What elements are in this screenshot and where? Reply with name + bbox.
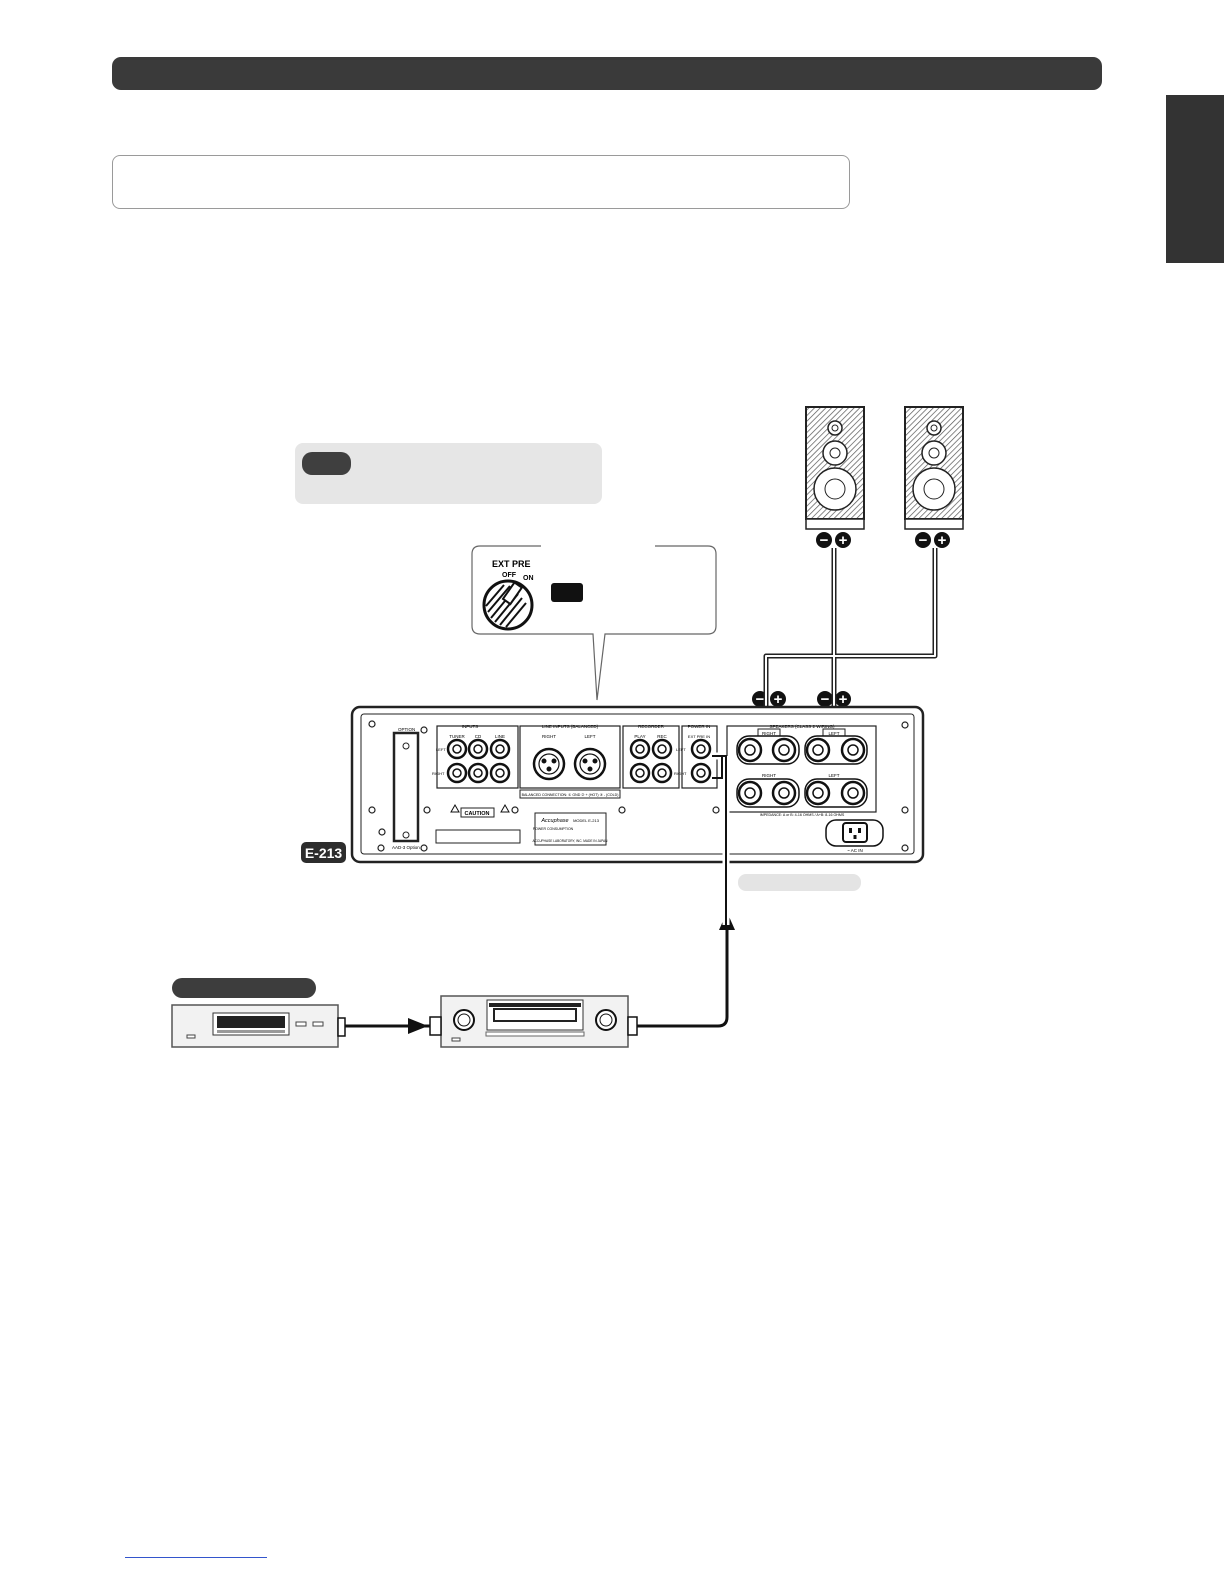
speaker-right-unit: [805, 406, 865, 530]
speaker-polarity-markers: − + − + − + − +: [752, 532, 950, 708]
inputs-left-label: LEFT: [436, 747, 446, 752]
plus-icon: +: [839, 532, 848, 549]
caution-label: CAUTION: [464, 811, 489, 817]
play-label: PLAY: [634, 734, 645, 739]
ext-pre-indicator: [551, 583, 583, 602]
minus-icon: −: [756, 691, 765, 708]
chapter-tab: [1166, 95, 1224, 263]
brand-label: Accuphase: [540, 818, 568, 824]
ext-pre-switch-knob: [482, 579, 534, 631]
balanced-left-label: LEFT: [584, 734, 595, 739]
inputs-label: INPUTS: [462, 724, 479, 729]
speaker-right-b-label: RIGHT: [762, 773, 776, 778]
ext-pre-in-label: EXT PRE IN: [688, 734, 710, 739]
impedance-label: IMPEDANCE: A or B: 4-16 OHMS / A+B: 8-16…: [760, 813, 845, 817]
power-in-label: POWER IN: [688, 724, 711, 729]
plus-icon: +: [774, 691, 783, 708]
minus-icon: −: [821, 691, 830, 708]
off-label: OFF: [502, 572, 517, 579]
rec-label: REC: [657, 734, 667, 739]
speaker-left-b-label: LEFT: [828, 773, 839, 778]
ext-pre-label: EXT PRE: [492, 559, 531, 569]
model-label: MODEL E-213: [573, 818, 600, 823]
preamplifier: [429, 995, 638, 1048]
power-amp-label-pill: [738, 874, 861, 891]
speaker-left-unit: [904, 406, 964, 530]
signal-cable: [345, 752, 735, 1034]
ext-pre-callout: EXT PRE OFF ON: [471, 545, 717, 701]
model-badge: [301, 842, 346, 863]
minus-icon: −: [820, 532, 829, 549]
plus-icon: +: [839, 691, 848, 708]
model-badge-label: E-213: [305, 845, 343, 861]
power-in-left-label: LEFT: [676, 747, 686, 752]
source-player: [171, 1004, 346, 1048]
tuner-label: TUNER: [449, 734, 465, 739]
footer-link-underline[interactable]: [125, 1557, 267, 1558]
line-label: LINE: [495, 734, 505, 739]
speaker-right-a-label: RIGHT: [762, 731, 776, 736]
cd-label: CD: [475, 734, 482, 739]
note-badge: [302, 452, 351, 475]
inputs-right-label: RIGHT: [432, 771, 445, 776]
power-in-right-label: RIGHT: [674, 771, 687, 776]
section-header-bar: [112, 57, 1102, 90]
plus-icon: +: [938, 532, 947, 549]
balanced-right-label: RIGHT: [542, 734, 556, 739]
speakers-label: SPEAKERS (CLASS 2 WIRING): [769, 724, 835, 729]
amplifier-rear-panel: OPTION AAD-3 Option INPUTS TUNER CD LINE…: [350, 705, 925, 864]
minus-icon: −: [919, 532, 928, 549]
line-inputs-balanced-label: LINE INPUTS (BALANCED): [542, 724, 599, 729]
on-label: ON: [523, 575, 534, 582]
ac-in-label: ~ AC IN: [847, 848, 863, 853]
heading-box: [112, 155, 850, 209]
made-in-label: ACCUPHASE LABORATORY, INC. MADE IN JAPAN: [533, 839, 609, 843]
speaker-left-a-label: LEFT: [828, 731, 839, 736]
source-label-pill: [172, 978, 316, 998]
option-label: OPTION: [398, 727, 415, 732]
balanced-connection-label: BALANCED CONNECTION: ① GND ② + (HOT) ③ -…: [522, 793, 619, 797]
power-consumption-label: POWER CONSUMPTION: [533, 827, 574, 831]
recorder-label: RECORDER: [638, 724, 665, 729]
option-slot-label: AAD-3 Option: [392, 845, 420, 850]
